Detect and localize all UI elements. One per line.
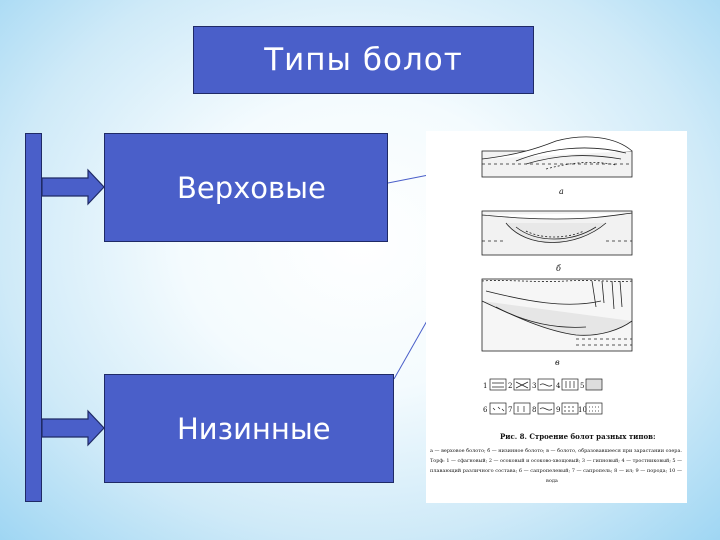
legend-num-7: 7: [508, 406, 512, 414]
section-b-drawing: [481, 210, 633, 256]
legend-num-9: 9: [556, 406, 560, 414]
section-b-label: б: [556, 264, 561, 273]
section-a-drawing: [481, 136, 633, 178]
legend-num-6: 6: [483, 406, 488, 414]
verhovye-box: Верховые: [104, 133, 388, 242]
legend-num-4: 4: [556, 382, 561, 390]
legend-num-3: 3: [532, 382, 536, 390]
legend-numbers: 1 2 3 4 5 6 7 8 9 10: [483, 382, 587, 414]
bog-structure-figure: а б в: [426, 131, 687, 503]
legend-grid: [489, 378, 603, 415]
legend-num-10: 10: [578, 406, 587, 414]
figure-caption-line-3: плавающий различного состава; 6 — сапроп…: [430, 468, 682, 474]
arrow-to-nizinnye: [41, 409, 105, 447]
title-text: Типы болот: [264, 42, 463, 78]
section-c-drawing: [481, 278, 633, 352]
legend-num-8: 8: [532, 406, 536, 414]
legend-num-1: 1: [483, 382, 487, 390]
section-a-label: а: [559, 187, 564, 196]
title-box: Типы болот: [193, 26, 534, 94]
nizinnye-box: Низинные: [104, 374, 394, 483]
bog-structure-drawing: а б в: [430, 136, 682, 484]
nizinnye-label: Низинные: [177, 411, 331, 446]
vertical-connector-bar: [25, 133, 42, 502]
figure-caption-line-4: вода: [546, 478, 558, 484]
figure-caption-line-2: Торф: 1 — сфагновый; 2 — осоковый и осок…: [430, 457, 682, 464]
figure-caption-title: Рис. 8. Строение болот разных типов:: [500, 432, 656, 441]
arrow-to-verhovye: [41, 168, 105, 206]
legend-num-5: 5: [580, 382, 584, 390]
legend-num-2: 2: [508, 382, 512, 390]
section-c-label: в: [555, 358, 560, 367]
figure-caption-line-1: а — верховое болото; б — низинное болото…: [430, 447, 682, 454]
verhovye-label: Верховые: [177, 170, 326, 205]
